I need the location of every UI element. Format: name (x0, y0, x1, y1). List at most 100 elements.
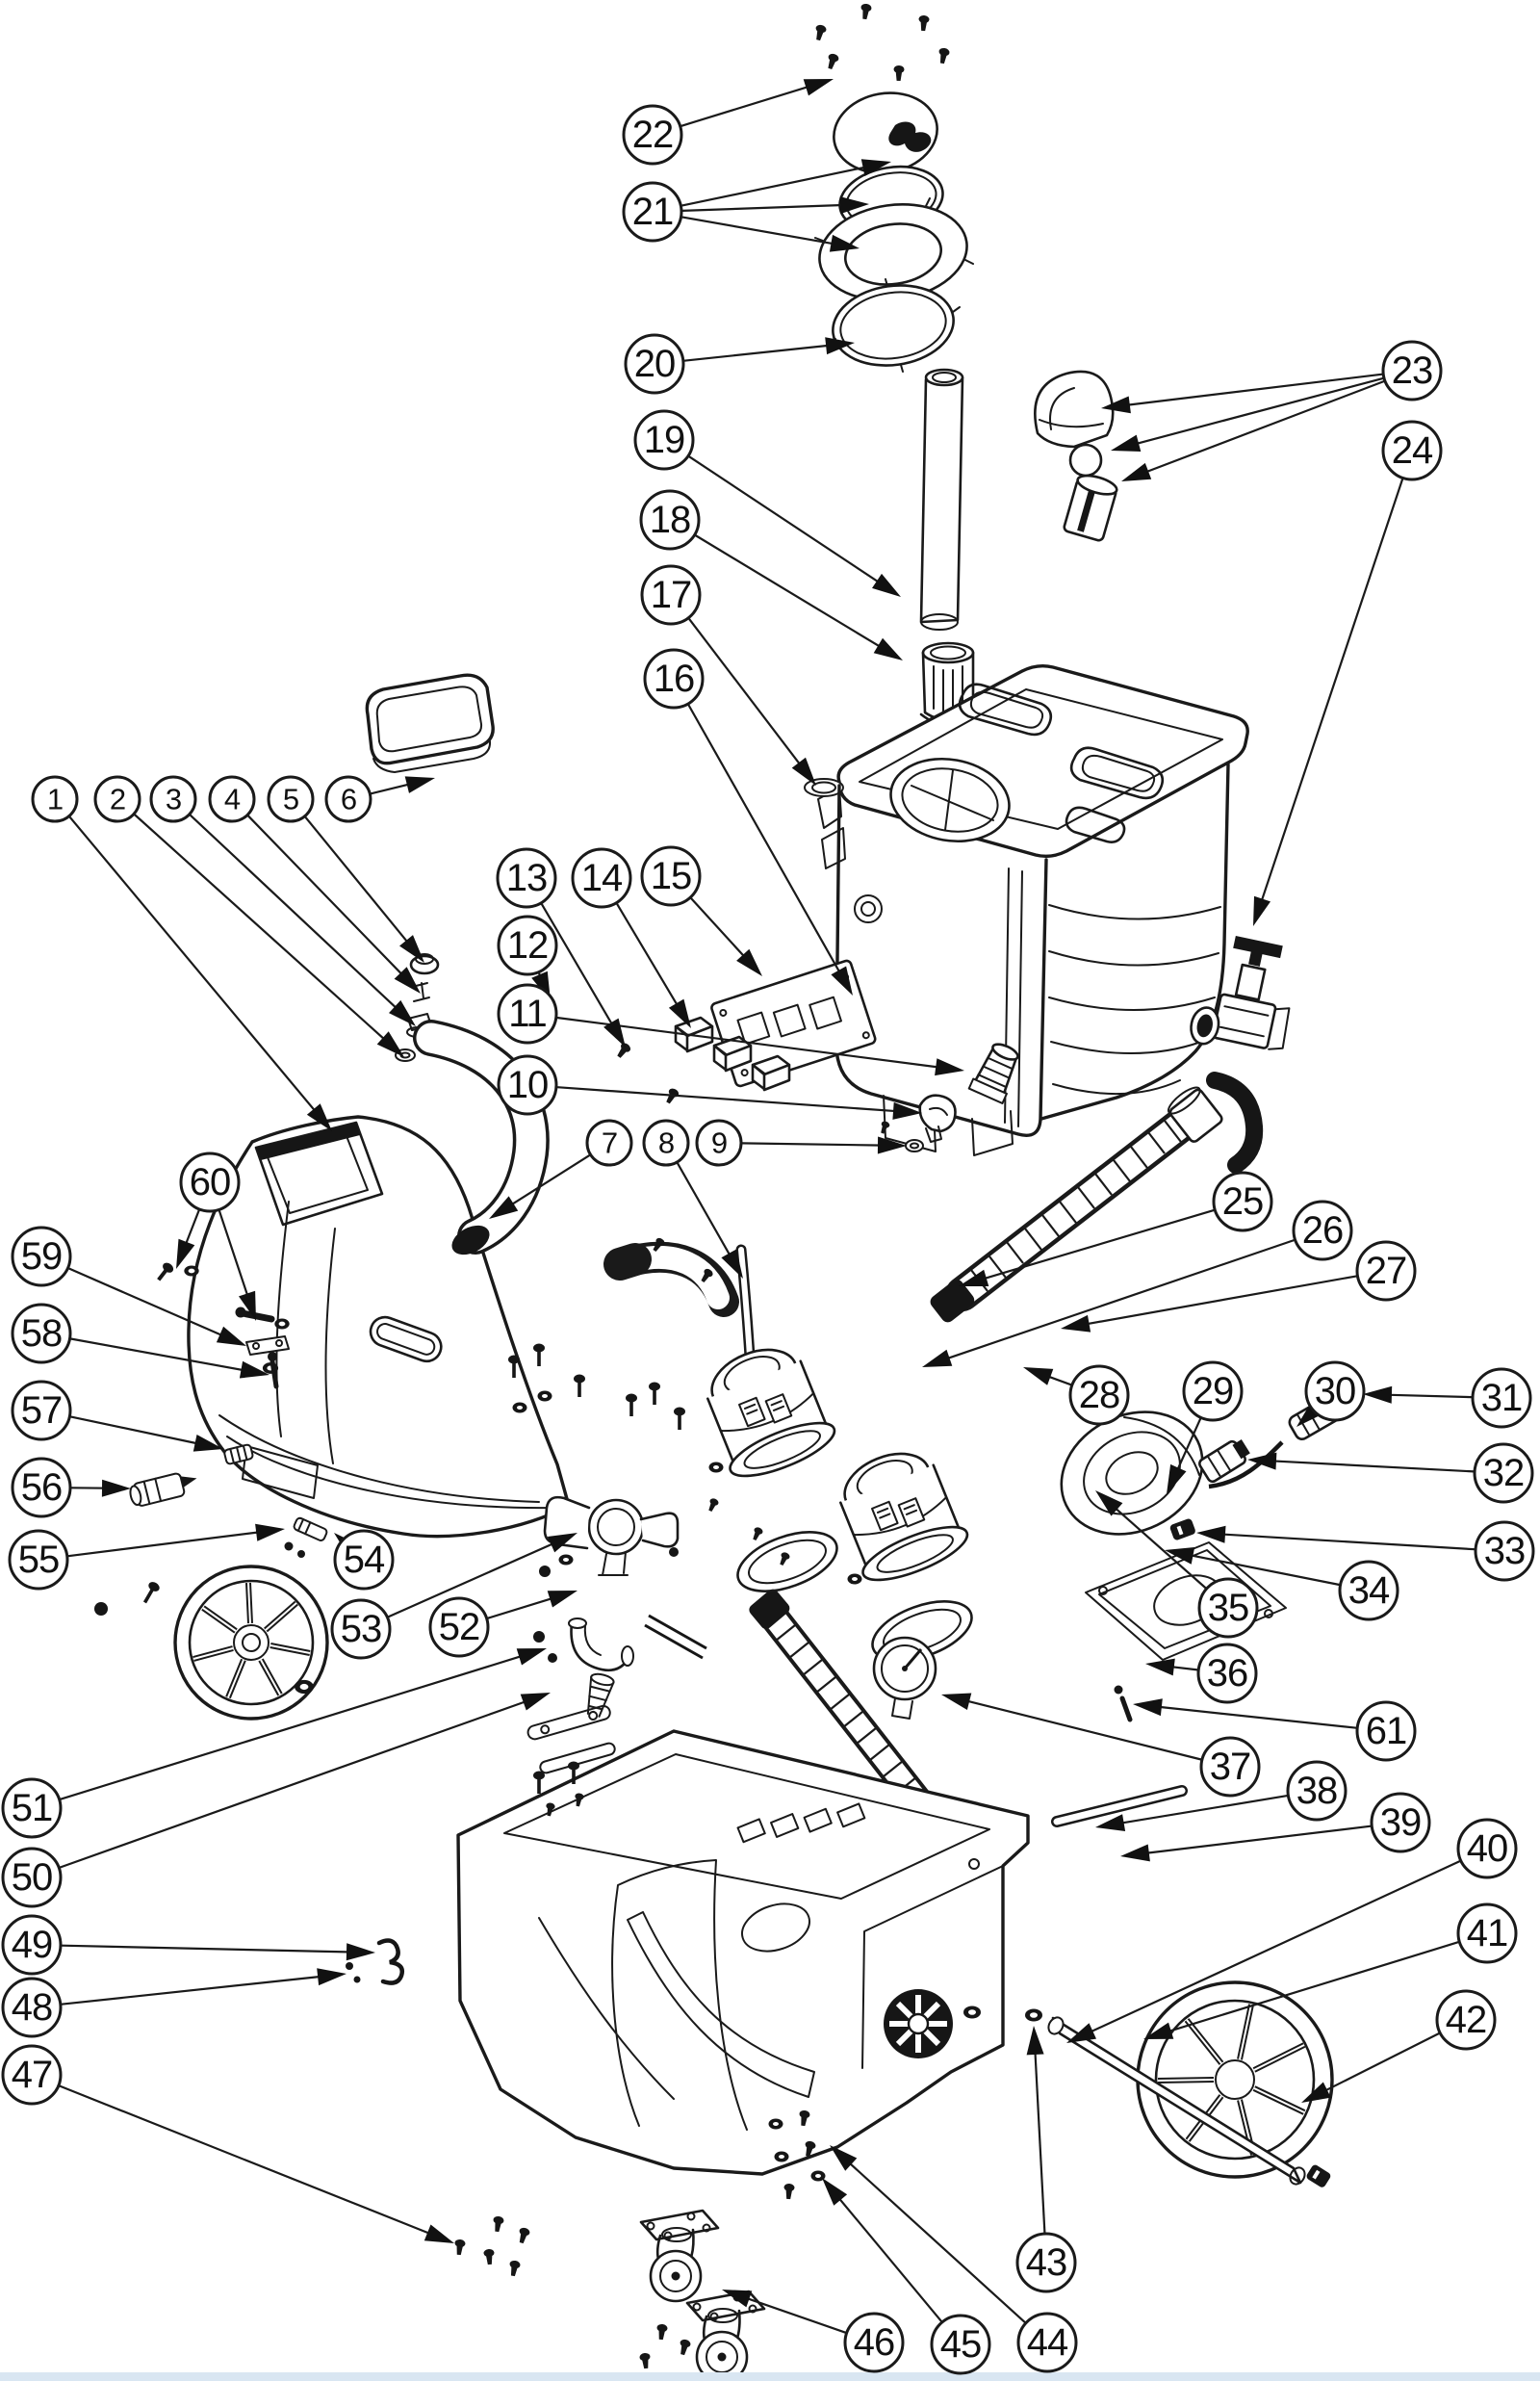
leader-line-24 (1259, 479, 1404, 905)
callout-circle (695, 1119, 743, 1167)
leader-arrowhead-48 (317, 1968, 346, 1986)
callout-circle (179, 1152, 241, 1213)
leader-line-21 (681, 216, 837, 246)
leader-line-37 (963, 1698, 1202, 1761)
leader-line-20 (683, 344, 833, 362)
leader-arrowhead-35 (1095, 1490, 1123, 1516)
leader-line-6 (371, 782, 413, 795)
callout-circle (622, 104, 683, 166)
leader-arrowhead-16 (831, 966, 853, 996)
leader-arrowhead-36 (1145, 1658, 1175, 1676)
callout-51: 51 (1, 1777, 63, 1839)
leader-arrowhead-51 (516, 1648, 547, 1666)
callout-17: 17 (640, 564, 702, 626)
callout-number: 58 (21, 1312, 63, 1355)
leader-arrowhead-60 (176, 1238, 195, 1269)
callout-number: 54 (344, 1539, 385, 1581)
leader-line-52 (487, 1596, 556, 1619)
callout-40: 40 (1456, 1818, 1518, 1879)
leader-line-31 (1385, 1393, 1473, 1399)
callout-number: 24 (1392, 429, 1433, 472)
left-small-parts (129, 1262, 328, 1558)
leader-line-4 (246, 815, 406, 978)
callout-8: 8 (642, 1119, 690, 1167)
callout-number: 49 (12, 1924, 53, 1966)
leader-line-40 (1087, 1860, 1461, 2034)
leader-arrowhead-21 (829, 234, 860, 252)
callout-14: 14 (571, 847, 632, 909)
callout-circle (1473, 1442, 1534, 1504)
callout-circle (1355, 1700, 1417, 1762)
callout-26: 26 (1292, 1200, 1353, 1261)
callout-circle (31, 775, 79, 823)
callout-circle (428, 1596, 490, 1658)
leader-line-61 (1155, 1705, 1357, 1729)
callout-circle (11, 1303, 72, 1364)
callout-circle (640, 564, 702, 626)
base-housing (456, 1614, 1030, 2176)
leader-arrowhead-40 (1066, 2023, 1096, 2043)
leader-arrowhead-49 (346, 1943, 375, 1961)
leader-arrowhead-37 (941, 1693, 972, 1710)
callout-50: 50 (1, 1847, 63, 1908)
leader-arrowhead-9 (877, 1136, 907, 1154)
callout-circle (1370, 1792, 1431, 1853)
callout-circle (1, 1914, 63, 1976)
callout-number: 45 (940, 2323, 982, 2366)
callout-37: 37 (1199, 1736, 1261, 1798)
leader-arrowhead-32 (1247, 1452, 1277, 1470)
leader-arrowhead-45 (822, 2178, 848, 2206)
leader-arrowhead-29 (1167, 1463, 1187, 1494)
callout-number: 9 (711, 1126, 727, 1160)
standpipe-tube (919, 368, 964, 631)
callout-43: 43 (1015, 2232, 1077, 2293)
callout-5: 5 (267, 775, 315, 823)
vacuum-motors (626, 1333, 975, 1662)
callout-circle (1016, 2312, 1078, 2373)
leader-arrowhead-52 (547, 1591, 578, 1608)
callout-19: 19 (633, 409, 695, 471)
left-wheel (94, 1565, 329, 1721)
callout-circle (208, 775, 256, 823)
solution-tank (187, 1115, 571, 1539)
callout-number: 13 (506, 857, 548, 899)
leader-arrowhead-33 (1196, 1525, 1226, 1543)
callout-circle (8, 1529, 69, 1591)
leader-arrowhead-38 (1095, 1814, 1126, 1831)
leader-line-23 (1123, 373, 1383, 407)
leader-line-18 (694, 534, 885, 650)
leader-line-9 (741, 1142, 885, 1147)
callout-number: 20 (634, 343, 676, 385)
callout-circle (1197, 1577, 1259, 1639)
callout-circle (1068, 1364, 1130, 1426)
callout-number: 55 (18, 1539, 60, 1581)
callout-16: 16 (643, 648, 705, 710)
callout-number: 3 (166, 783, 181, 816)
callout-number: 53 (341, 1608, 382, 1650)
recovery-tank (804, 663, 1249, 1156)
leader-line-10 (556, 1086, 900, 1113)
callout-circle (324, 775, 372, 823)
callout-circle (1471, 1367, 1532, 1429)
leader-line-47 (59, 2084, 434, 2237)
callout-13: 13 (496, 847, 557, 909)
leader-line-11 (556, 1016, 942, 1069)
callout-circle (1212, 1171, 1273, 1232)
callout-number: 50 (12, 1856, 53, 1899)
callout-11: 11 (497, 983, 558, 1045)
callout-number: 10 (507, 1064, 549, 1106)
callout-58: 58 (11, 1303, 72, 1364)
leader-line-48 (61, 1975, 324, 2006)
callout-circle (11, 1226, 72, 1287)
leader-arrowhead-4 (394, 967, 421, 994)
leader-line-41 (1165, 1941, 1459, 2033)
callout-59: 59 (11, 1226, 72, 1287)
callout-circle (497, 1054, 558, 1116)
callout-number: 4 (224, 783, 241, 816)
leader-arrowhead-19 (872, 573, 901, 597)
callout-32: 32 (1473, 1442, 1534, 1504)
callout-circle (639, 489, 701, 551)
callout-24: 24 (1381, 420, 1443, 481)
drain-fittings (533, 1618, 634, 1718)
